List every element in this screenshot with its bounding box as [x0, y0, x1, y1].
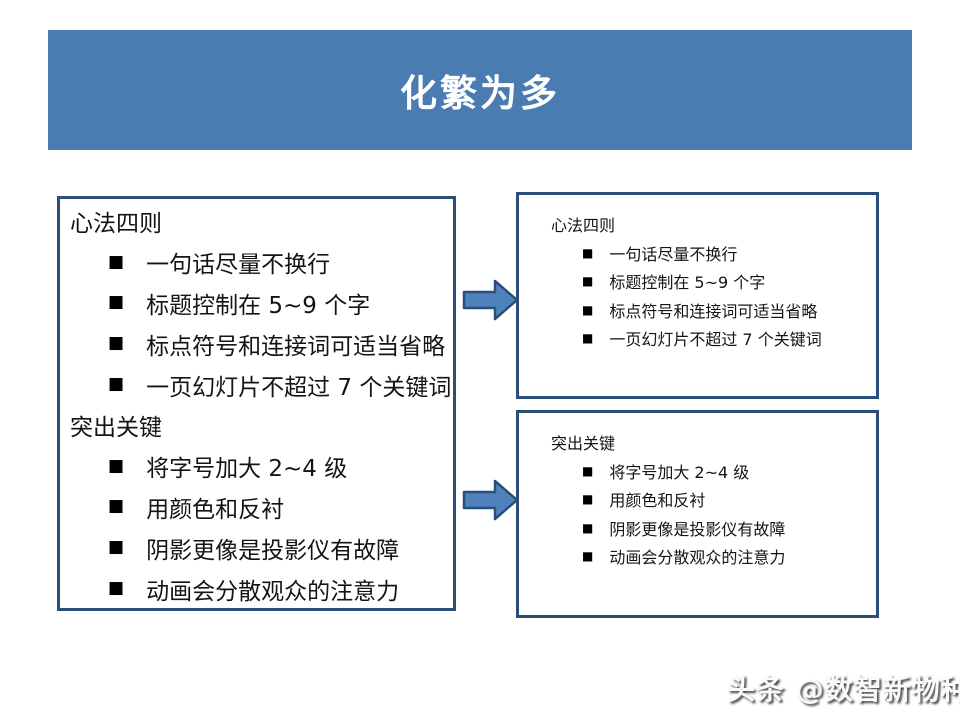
list-item: ■ 将字号加大 2~4 级	[66, 446, 447, 487]
bullet-square-icon: ■	[582, 331, 594, 346]
right-top-content-box: 心法四则 ■ 一句话尽量不换行 ■ 标题控制在 5~9 个字 ■ 标点符号和连接…	[516, 192, 879, 399]
list-item-text: 标题控制在 5~9 个字	[609, 273, 766, 293]
bullet-square-icon: ■	[108, 578, 125, 599]
list-item: ■ 一页幻灯片不超过 7 个关键词	[551, 324, 868, 353]
list-item-text: 动画会分散观众的注意力	[609, 548, 786, 568]
list-item: ■ 标点符号和连接词可适当省略	[66, 323, 447, 364]
section-heading: 心法四则	[551, 216, 616, 236]
bullet-square-icon: ■	[108, 374, 125, 395]
bullet-square-icon: ■	[108, 333, 125, 354]
list-item: ■ 阴影更像是投影仪有故障	[66, 527, 447, 568]
list-item-text: 将字号加大 2~4 级	[609, 462, 750, 482]
bullet-square-icon: ■	[582, 463, 594, 478]
right-arrow-icon	[462, 478, 520, 522]
list-item-text: 阴影更像是投影仪有故障	[609, 519, 786, 539]
list-item-text: 一页幻灯片不超过 7 个关键词	[609, 330, 822, 350]
bullet-square-icon: ■	[582, 520, 594, 535]
list-item: ■ 动画会分散观众的注意力	[66, 568, 447, 609]
section-heading: 突出关键	[70, 415, 162, 442]
list-item-text: 动画会分散观众的注意力	[146, 578, 400, 605]
bullet-square-icon: ■	[108, 292, 125, 313]
list-item: ■ 阴影更像是投影仪有故障	[551, 514, 868, 543]
right-arrow-shape	[462, 279, 519, 321]
bullet-square-icon: ■	[108, 537, 125, 558]
list-item-text: 阴影更像是投影仪有故障	[146, 537, 400, 564]
bullet-square-icon: ■	[108, 496, 125, 517]
list-item: ■ 动画会分散观众的注意力	[551, 542, 868, 571]
list-item: ■ 标题控制在 5~9 个字	[66, 283, 447, 324]
bullet-square-icon: ■	[582, 245, 594, 260]
right-bottom-content-box: 突出关键 ■ 将字号加大 2~4 级 ■ 用颜色和反衬 ■ 阴影更像是投影仪有故…	[516, 410, 879, 618]
list-item: ■ 一页幻灯片不超过 7 个关键词	[66, 364, 451, 405]
list-item: ■ 标点符号和连接词可适当省略	[551, 296, 868, 325]
list-item: ■ 用颜色和反衬	[66, 487, 447, 528]
right-arrow-icon	[462, 278, 520, 322]
bullet-square-icon: ■	[108, 251, 125, 272]
watermark-text: 头条 @数智新物种	[727, 673, 960, 706]
bullet-square-icon: ■	[582, 302, 594, 317]
bullet-square-icon: ■	[108, 455, 125, 476]
right-arrow-shape	[462, 479, 519, 521]
list-item: ■ 一句话尽量不换行	[66, 242, 447, 283]
list-item: ■ 标题控制在 5~9 个字	[551, 267, 868, 296]
bullet-square-icon: ■	[582, 492, 594, 507]
slide-title: 化繁为多	[400, 71, 560, 115]
bullet-square-icon: ■	[582, 274, 594, 289]
list-item: ■ 用颜色和反衬	[551, 485, 868, 514]
list-item-text: 标点符号和连接词可适当省略	[609, 301, 818, 321]
bullet-square-icon: ■	[582, 549, 594, 564]
list-item-text: 标点符号和连接词可适当省略	[146, 333, 446, 360]
list-item-text: 标题控制在 5~9 个字	[146, 292, 371, 319]
title-banner: 化繁为多	[48, 30, 912, 150]
list-item-text: 用颜色和反衬	[609, 491, 706, 511]
section-heading: 心法四则	[70, 211, 162, 238]
list-item: ■ 将字号加大 2~4 级	[551, 457, 868, 486]
list-item-text: 一页幻灯片不超过 7 个关键词	[146, 374, 452, 401]
list-item-text: 将字号加大 2~4 级	[146, 456, 348, 483]
left-content-box: 心法四则 ■ 一句话尽量不换行 ■ 标题控制在 5~9 个字 ■ 标点符号和连接…	[57, 196, 456, 611]
list-item-text: 用颜色和反衬	[146, 496, 285, 523]
section-heading: 突出关键	[551, 434, 616, 454]
list-item-text: 一句话尽量不换行	[609, 244, 738, 264]
list-item-text: 一句话尽量不换行	[146, 252, 331, 279]
list-item: ■ 一句话尽量不换行	[551, 239, 868, 268]
